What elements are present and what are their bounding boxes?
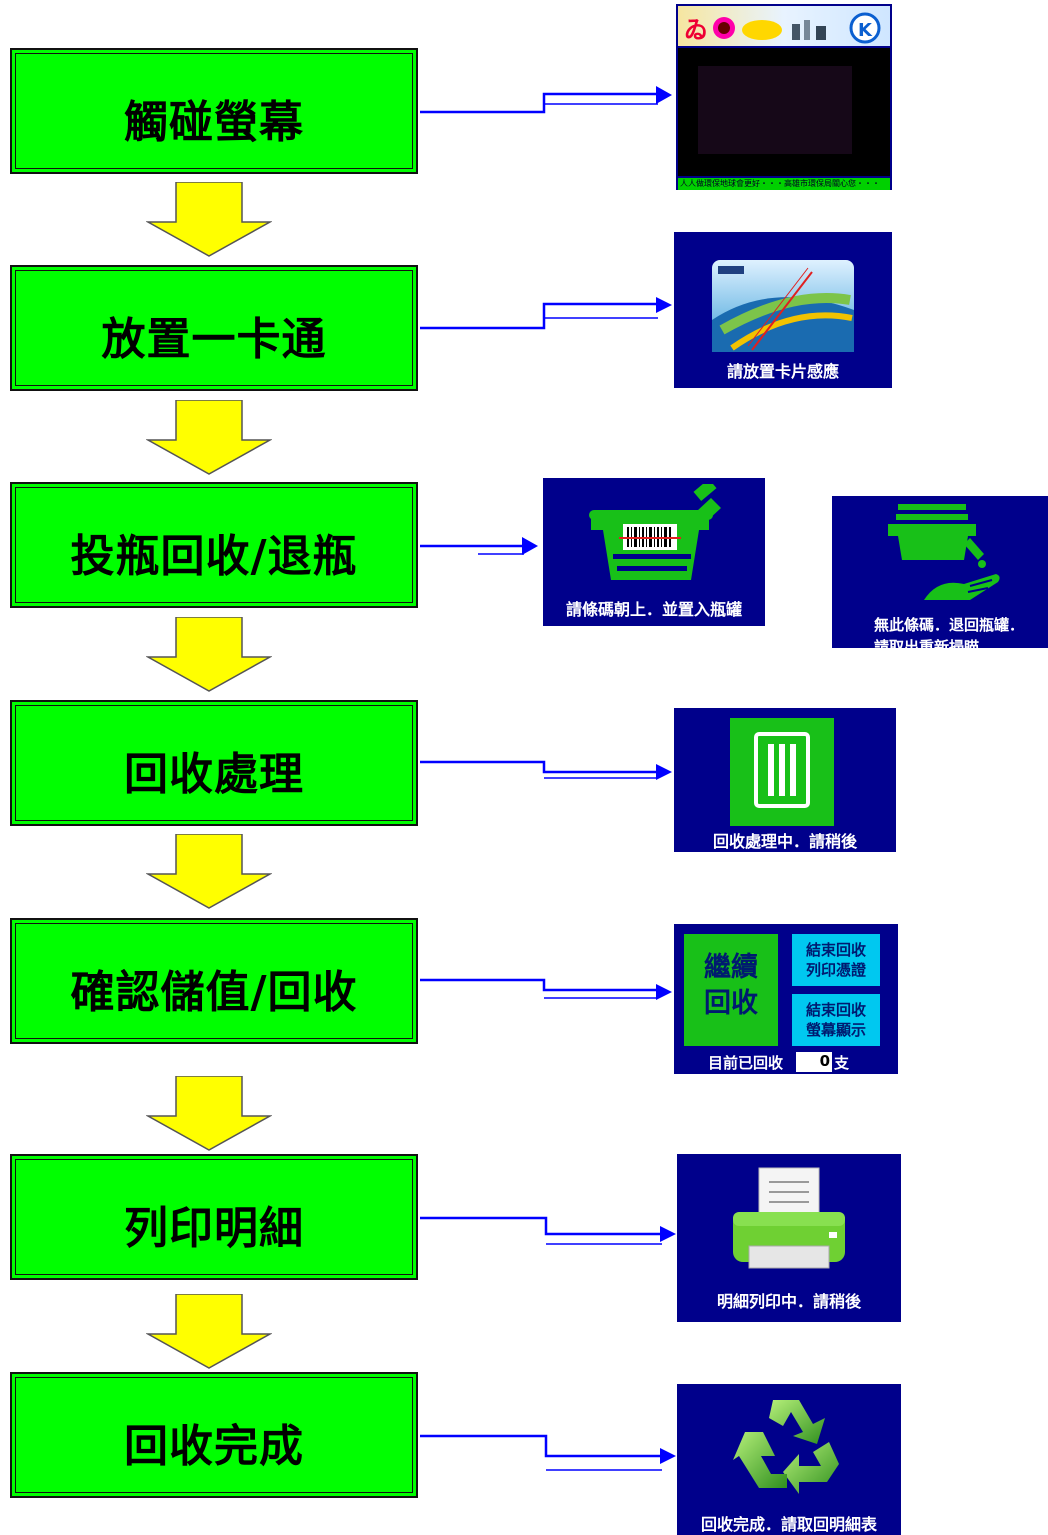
- screen-inner: [698, 66, 852, 154]
- screen-caption: 請放置卡片感應: [726, 362, 839, 381]
- screen-processing: 回收處理中．請稍後: [674, 708, 896, 852]
- connector-arrow: [420, 86, 672, 114]
- step-insert-bottle: 投瓶回收/退瓶: [10, 482, 418, 608]
- end-show-screen-button[interactable]: 結束回收 螢幕顯示: [792, 994, 880, 1046]
- screen-complete: 回收完成．請取回明細表: [677, 1384, 901, 1535]
- screen-reject-bottle: 無此條碼．退回瓶罐． 請取出重新掃瞄。: [832, 496, 1048, 648]
- step-label: 投瓶回收/退瓶: [70, 531, 358, 582]
- banner: ゐ K: [678, 6, 890, 46]
- screen-touch: ゐ K 人人做環保地球會更好・・・高雄市環保局關心您・・・: [676, 4, 892, 190]
- screen-printing: 明細列印中．請稍後: [677, 1154, 901, 1322]
- step-label: 回收處理: [124, 749, 304, 800]
- connector-arrow: [420, 1216, 676, 1245]
- step-print: 列印明細: [10, 1154, 418, 1280]
- connector-arrow: [420, 1434, 676, 1471]
- return-bottle-icon: [888, 504, 1000, 600]
- end-print-label-2: 列印憑證: [805, 961, 866, 979]
- step-label: 列印明細: [124, 1203, 304, 1254]
- end-show-label-2: 螢幕顯示: [805, 1021, 866, 1039]
- step-label: 觸碰螢幕: [124, 97, 304, 148]
- step-complete: 回收完成: [10, 1372, 418, 1498]
- banner-artwork-icon: ゐ K: [684, 12, 881, 44]
- down-arrow-icon: [146, 400, 272, 475]
- continue-recycling-button[interactable]: 繼續 回收: [684, 934, 778, 1046]
- reject-caption-line1: 無此條碼．退回瓶罐．: [874, 616, 1025, 634]
- step-confirm: 確認儲值/回收: [10, 918, 418, 1044]
- continue-label-2: 回收: [704, 988, 758, 1019]
- down-arrow-icon: [146, 1076, 272, 1151]
- connector-arrow: [420, 760, 672, 780]
- connector-arrow: [420, 537, 538, 555]
- bottle-basket-icon: [589, 484, 721, 580]
- screen-caption: 明細列印中．請稍後: [716, 1292, 861, 1311]
- trash-tile: [730, 718, 834, 826]
- svg-text:K: K: [858, 20, 873, 41]
- down-arrow-icon: [146, 1294, 272, 1369]
- down-arrow-icon: [146, 834, 272, 909]
- screen-confirm: 繼續 回收 結束回收 列印憑證 結束回收 螢幕顯示 目前已回收 0 支: [674, 924, 898, 1074]
- screen-display: [678, 48, 890, 176]
- recycled-count-label: 目前已回收: [708, 1054, 784, 1072]
- screen-caption: 回收完成．請取回明細表: [700, 1515, 877, 1534]
- step-processing: 回收處理: [10, 700, 418, 826]
- screen-place-card: 請放置卡片感應: [674, 232, 892, 388]
- step-label: 回收完成: [124, 1421, 304, 1472]
- svg-text:ゐ: ゐ: [684, 16, 708, 44]
- screen-insert-bottle: 請條碼朝上．並置入瓶罐: [543, 478, 765, 626]
- ipass-card-icon: [712, 260, 854, 352]
- step-label: 確認儲值/回收: [70, 967, 358, 1018]
- end-print-receipt-button[interactable]: 結束回收 列印憑證: [792, 934, 880, 986]
- continue-label-1: 繼續: [704, 952, 758, 983]
- ticker-text: 人人做環保地球會更好・・・高雄市環保局關心您・・・: [678, 178, 890, 190]
- recycled-count-value: 0: [796, 1052, 832, 1072]
- end-show-label-1: 結束回收: [805, 1001, 866, 1019]
- connector-arrow: [420, 297, 672, 330]
- reject-caption-line2: 請取出重新掃瞄。: [874, 638, 995, 648]
- printer-icon: [733, 1167, 845, 1269]
- down-arrow-icon: [146, 182, 272, 257]
- step-label: 放置一卡通: [101, 314, 327, 365]
- trash-can-icon: [754, 732, 810, 808]
- screen-caption: 請條碼朝上．並置入瓶罐: [565, 600, 742, 619]
- step-place-card: 放置一卡通: [10, 265, 418, 391]
- recycled-count-unit: 支: [834, 1054, 850, 1072]
- screen-caption: 回收處理中．請稍後: [712, 832, 857, 851]
- recycle-icon: [733, 1400, 839, 1494]
- down-arrow-icon: [146, 617, 272, 692]
- end-print-label-1: 結束回收: [805, 941, 866, 959]
- step-touch-screen: 觸碰螢幕: [10, 48, 418, 174]
- connector-arrow: [420, 978, 672, 1000]
